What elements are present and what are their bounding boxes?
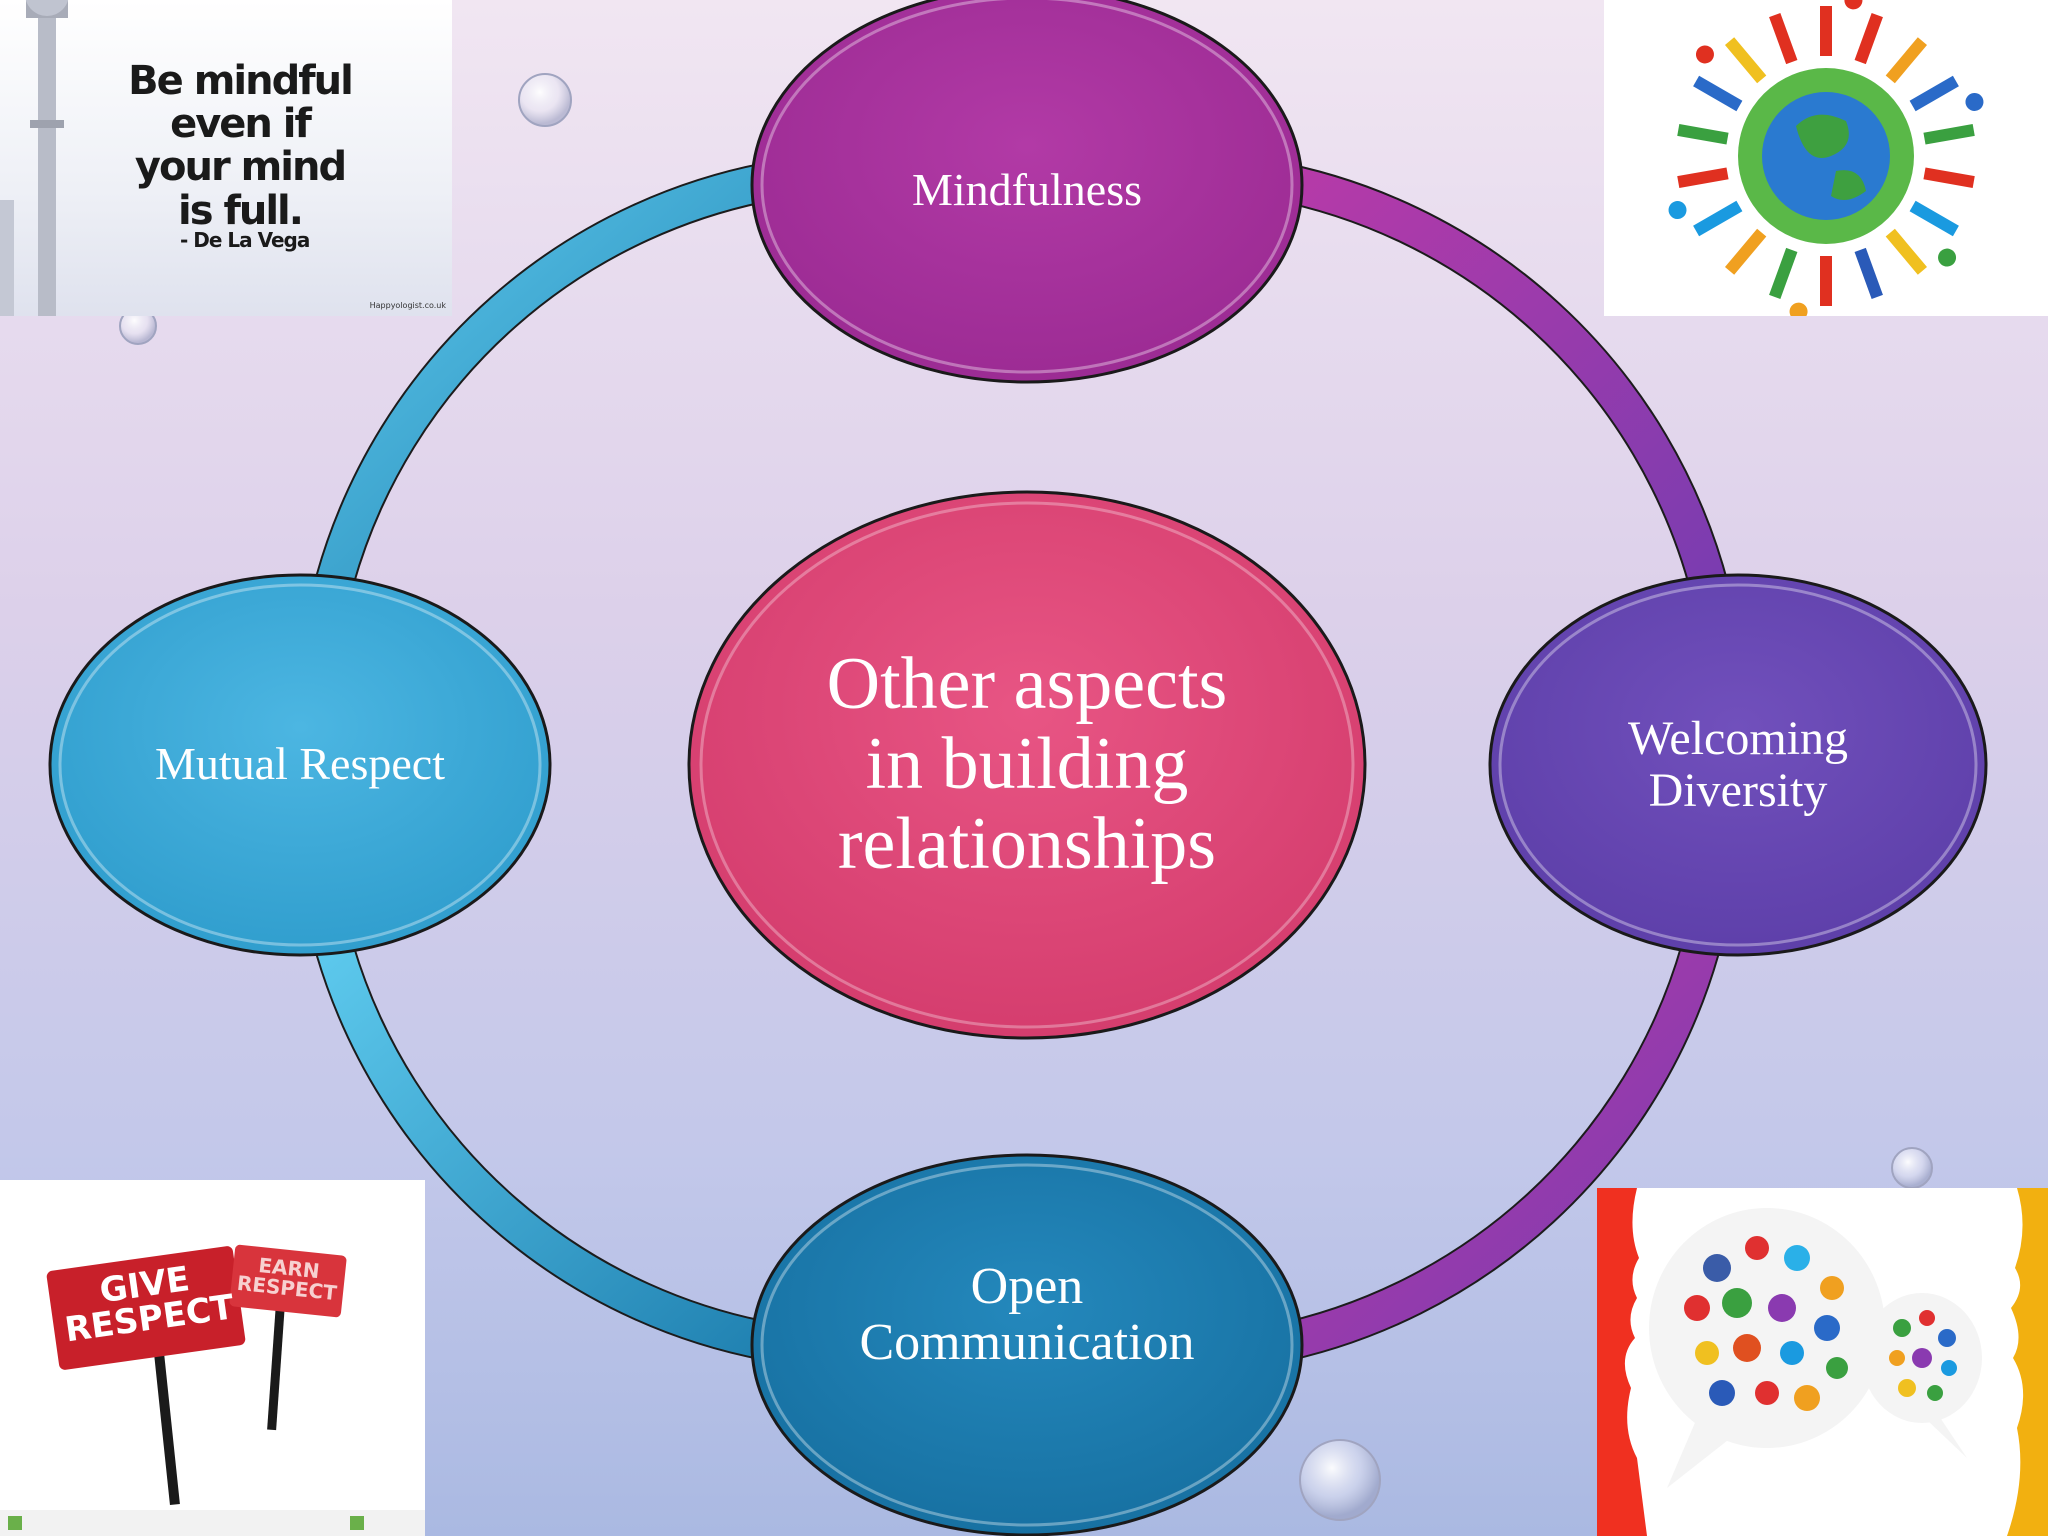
- top-left-image: Be mindful even if your mind is full. - …: [0, 0, 452, 316]
- droplet: [1299, 1439, 1381, 1521]
- quote-text: Be mindful even if your mind is full.: [128, 58, 354, 234]
- speech-bubbles-social-icons-image: [1597, 1188, 2048, 1536]
- node-right-shape: [1488, 573, 1988, 957]
- bottom-left-image: GIVE RESPECT EARN RESPECT: [0, 1180, 425, 1536]
- quote-credit: Happyologist.co.uk: [369, 301, 446, 310]
- yellow-head-silhouette: [2007, 1188, 2048, 1536]
- node-left-label: Mutual Respect: [155, 738, 445, 790]
- node-top-label: Mindfulness: [912, 164, 1142, 216]
- respect-signs-image: [0, 1244, 425, 1536]
- top-right-image: [1604, 0, 2048, 316]
- node-bottom-label: Open Communication: [859, 1257, 1195, 1371]
- node-center-shape: [687, 490, 1367, 1040]
- lamp-post-quote-image: [0, 0, 69, 316]
- red-head-silhouette: [1597, 1188, 1647, 1536]
- globe-recycle-people-image: [1668, 0, 1984, 316]
- large-speech-bubble: [1649, 1208, 1885, 1488]
- people-ring: [1668, 0, 1984, 316]
- node-right-label: Welcoming Diversity: [1627, 712, 1849, 817]
- node-bottom-shape: [750, 1153, 1304, 1536]
- node-center-label: Other aspects in building relationships: [826, 643, 1228, 885]
- node-left-shape: [48, 573, 552, 957]
- node-top-shape: [750, 0, 1304, 384]
- small-speech-bubble: [1862, 1293, 1982, 1458]
- droplet: [518, 73, 572, 127]
- bottom-right-image: [1597, 1188, 2048, 1536]
- quote-author: - De La Vega: [180, 228, 310, 252]
